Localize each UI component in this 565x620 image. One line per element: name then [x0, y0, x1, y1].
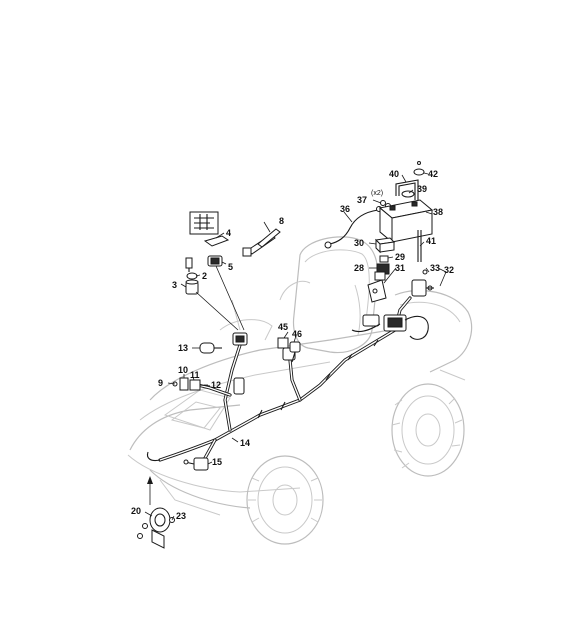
label-28: 28	[354, 263, 364, 273]
label-9: 9	[158, 378, 163, 388]
label-42: 42	[428, 169, 438, 179]
part-23-bracket	[151, 517, 175, 549]
label-14: 14	[240, 438, 250, 448]
label-12: 12	[211, 380, 221, 390]
label-2: 2	[202, 271, 207, 281]
label-5: 5	[228, 262, 233, 272]
part-number-labels: 8 4 5 2 3 13 9 10 11 12 14 15 20 23 45 4…	[131, 169, 454, 521]
part-3-switch	[185, 279, 199, 295]
part-13-connector	[199, 342, 222, 354]
label-20: 20	[131, 506, 141, 516]
label-8: 8	[279, 216, 284, 226]
label-23: 23	[176, 511, 186, 521]
label-4: 4	[226, 228, 231, 238]
vehicle-ghost-outline	[127, 236, 473, 545]
arrow-20	[147, 476, 153, 484]
part-29-fuse	[379, 255, 389, 263]
part-20-horn	[137, 507, 171, 539]
label-39: 39	[417, 184, 427, 194]
label-15: 15	[212, 457, 222, 467]
part-40-hold-down	[395, 179, 419, 200]
part-15-connector	[183, 457, 209, 471]
label-10: 10	[178, 365, 188, 375]
label-36: 36	[340, 204, 350, 214]
harness-connectors	[232, 314, 429, 395]
label-31: 31	[395, 263, 405, 273]
label-11: 11	[190, 370, 200, 380]
part-5-switch	[207, 255, 223, 267]
leader-lines	[144, 172, 447, 521]
leader-3-harness	[195, 291, 239, 331]
label-37: 37	[357, 195, 367, 205]
relay-decal	[189, 211, 219, 235]
label-38: 38	[433, 207, 443, 217]
label-46: 46	[292, 329, 302, 339]
part-45-switch	[277, 337, 289, 349]
part-2-nut	[186, 272, 198, 280]
part-30-relay	[374, 237, 396, 254]
label-30: 30	[354, 238, 364, 248]
leader-5-harness	[215, 265, 245, 331]
part-8-cable-tie	[242, 228, 281, 257]
part-31-bracket	[367, 279, 387, 303]
label-13: 13	[178, 343, 188, 353]
part-39-clamp	[401, 190, 415, 198]
label-33: 33	[430, 263, 440, 273]
part-32-solenoid	[411, 279, 434, 297]
part-42-nut	[413, 161, 425, 176]
part-41-rod	[417, 230, 422, 262]
part-38-battery	[378, 199, 434, 244]
label-45: 45	[278, 322, 288, 332]
part-28-fuse-holder	[374, 263, 390, 281]
label-32: 32	[444, 265, 454, 275]
label-41: 41	[426, 236, 436, 246]
label-29: 29	[395, 252, 405, 262]
part-46-switch	[289, 341, 301, 363]
part-small-sensor	[185, 257, 193, 272]
label-qty-37: (x2)	[371, 190, 383, 197]
main-wiring-harness	[146, 296, 412, 468]
label-40: 40	[389, 169, 399, 179]
label-3: 3	[172, 280, 177, 290]
